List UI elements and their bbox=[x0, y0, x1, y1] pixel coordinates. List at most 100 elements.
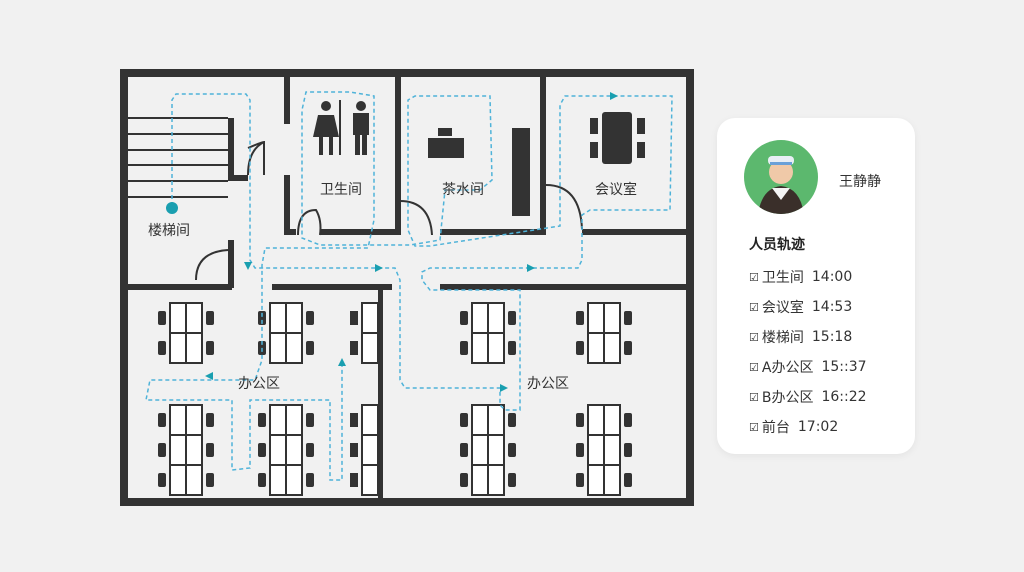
chair-icon bbox=[350, 341, 358, 355]
chair-icon bbox=[206, 311, 214, 325]
track-title: 人员轨迹 bbox=[749, 237, 805, 253]
chair-icon bbox=[508, 473, 516, 487]
desk bbox=[603, 302, 621, 334]
desk bbox=[361, 404, 379, 436]
desk bbox=[471, 302, 489, 334]
stairs-position-marker bbox=[166, 202, 178, 214]
path-arrow-icon bbox=[375, 264, 383, 272]
tea-counter-icon bbox=[428, 128, 530, 216]
desk bbox=[185, 464, 203, 496]
check-icon: ☑ bbox=[749, 330, 759, 344]
desk bbox=[185, 434, 203, 466]
track-place: 前台 bbox=[761, 420, 790, 436]
desk bbox=[169, 464, 187, 496]
desk bbox=[361, 464, 379, 496]
desk bbox=[285, 464, 303, 496]
track-time: 15:18 bbox=[811, 329, 853, 345]
desk bbox=[185, 302, 203, 334]
chair-icon bbox=[624, 341, 632, 355]
avatar bbox=[744, 140, 818, 214]
chair-icon bbox=[306, 413, 314, 427]
chair-icon bbox=[508, 443, 516, 457]
room-label-restroom: 卫生间 bbox=[320, 182, 362, 198]
person-name: 王静静 bbox=[839, 174, 881, 190]
desk bbox=[587, 332, 605, 364]
path-arrow-icon bbox=[527, 264, 535, 272]
chair-icon bbox=[460, 311, 468, 325]
desk bbox=[361, 434, 379, 466]
desk bbox=[603, 404, 621, 436]
chair-icon bbox=[576, 443, 584, 457]
desk bbox=[361, 332, 379, 364]
chair-icon bbox=[258, 473, 266, 487]
desk bbox=[487, 302, 505, 334]
track-item: ☑楼梯间 15:18 bbox=[749, 322, 867, 352]
desk bbox=[471, 434, 489, 466]
chair-icon bbox=[158, 341, 166, 355]
desk bbox=[269, 302, 287, 334]
path-arrow-icon bbox=[244, 262, 252, 270]
chair-icon bbox=[576, 311, 584, 325]
desk bbox=[185, 332, 203, 364]
track-time: 16::22 bbox=[821, 389, 867, 405]
chair-icon bbox=[460, 443, 468, 457]
check-icon: ☑ bbox=[749, 420, 759, 434]
walls bbox=[120, 69, 694, 506]
check-icon: ☑ bbox=[749, 360, 759, 374]
check-icon: ☑ bbox=[749, 270, 759, 284]
track-place: 楼梯间 bbox=[761, 330, 804, 346]
chair-icon bbox=[624, 443, 632, 457]
chair-icon bbox=[258, 311, 266, 325]
chair-icon bbox=[624, 311, 632, 325]
track-place: B办公区 bbox=[761, 390, 814, 406]
chair-icon bbox=[576, 473, 584, 487]
chair-icon bbox=[206, 341, 214, 355]
desk bbox=[269, 434, 287, 466]
movement-path bbox=[145, 91, 673, 481]
room-label-stairs: 楼梯间 bbox=[148, 223, 190, 239]
track-time: 15::37 bbox=[821, 359, 867, 375]
desk bbox=[269, 404, 287, 436]
chair-icon bbox=[624, 413, 632, 427]
desk bbox=[269, 332, 287, 364]
room-label-meeting-room: 会议室 bbox=[595, 181, 637, 198]
room-label-office-b: 办公区 bbox=[527, 376, 569, 392]
chair-icon bbox=[460, 473, 468, 487]
chair-icon bbox=[258, 443, 266, 457]
chair-icon bbox=[206, 443, 214, 457]
desk bbox=[169, 434, 187, 466]
room-label-tea-room: 茶水间 bbox=[442, 182, 484, 198]
chair-icon bbox=[306, 311, 314, 325]
track-time: 14:53 bbox=[811, 299, 853, 315]
track-time: 17:02 bbox=[797, 419, 839, 435]
track-place: 卫生间 bbox=[761, 270, 804, 286]
desk bbox=[487, 464, 505, 496]
chair-icon bbox=[306, 473, 314, 487]
desk bbox=[487, 332, 505, 364]
desk bbox=[587, 302, 605, 334]
chair-icon bbox=[460, 341, 468, 355]
chair-icon bbox=[508, 311, 516, 325]
chair-icon bbox=[576, 413, 584, 427]
desk bbox=[361, 302, 379, 334]
desk bbox=[587, 404, 605, 436]
track-time: 14:00 bbox=[811, 269, 853, 285]
track-place: A办公区 bbox=[761, 360, 814, 376]
desk bbox=[603, 434, 621, 466]
desk bbox=[471, 332, 489, 364]
chair-icon bbox=[350, 413, 358, 427]
desk bbox=[487, 434, 505, 466]
desk bbox=[285, 332, 303, 364]
chair-icon bbox=[306, 443, 314, 457]
desk bbox=[471, 404, 489, 436]
track-item: ☑A办公区 15::37 bbox=[749, 352, 867, 382]
desk bbox=[169, 302, 187, 334]
desk bbox=[587, 464, 605, 496]
chair-icon bbox=[206, 413, 214, 427]
restroom-icon bbox=[313, 100, 369, 155]
